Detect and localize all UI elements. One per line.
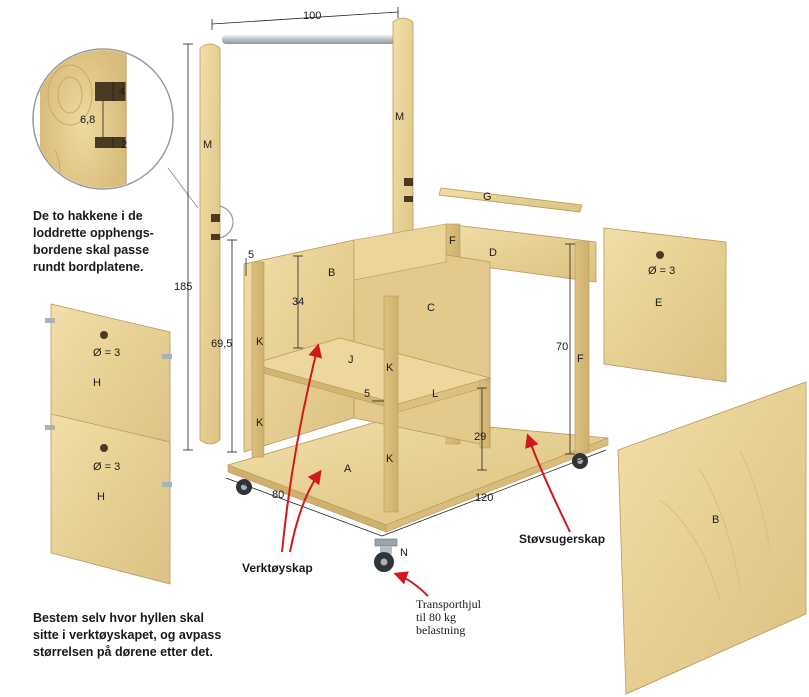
panel-back-right xyxy=(353,223,447,281)
base-dimensions: 80 120 xyxy=(225,449,607,537)
part-h-1: H xyxy=(93,377,101,389)
dim-29: 29 xyxy=(474,431,486,443)
svg-text:B: B xyxy=(328,267,335,279)
dim-69-5-line: 69,5 xyxy=(211,239,237,453)
part-m-left: M xyxy=(203,139,212,151)
svg-text:J: J xyxy=(348,354,354,366)
note-hylle: Bestem selv hvor hyllen skal sitte i ver… xyxy=(33,611,222,659)
part-n: N xyxy=(400,547,408,559)
callout-arrows xyxy=(281,343,571,597)
posts-k: K K K K xyxy=(251,261,491,513)
hole-label-h2: Ø = 3 xyxy=(93,461,120,473)
part-h-2: H xyxy=(97,491,105,503)
hanging-rod xyxy=(222,35,400,44)
dim-120: 120 xyxy=(475,492,493,504)
note-hakk: De to hakkene i de loddrette opphengs- b… xyxy=(33,209,154,274)
hole-label-h1: Ø = 3 xyxy=(93,347,120,359)
label-transport-2: til 80 kg xyxy=(416,610,456,624)
inner-dimensions: 5 34 5 29 70 xyxy=(245,243,575,471)
panel-b-large: B xyxy=(617,381,807,695)
svg-text:A: A xyxy=(344,463,352,475)
svg-text:G: G xyxy=(483,191,492,203)
board-m-left xyxy=(199,43,221,445)
part-b-large: B xyxy=(712,514,719,526)
dim-100-line: 100 xyxy=(211,7,399,30)
part-f: F xyxy=(577,353,584,365)
label-verktoyskap: Verktøyskap xyxy=(242,561,313,575)
dim-69-5: 69,5 xyxy=(211,338,232,350)
dim-80: 80 xyxy=(272,489,284,501)
part-f-top: F xyxy=(449,235,456,247)
svg-text:L: L xyxy=(432,388,438,400)
caster-n: N xyxy=(374,538,408,572)
dim-4: 4 xyxy=(119,86,125,98)
dim-6-8: 6,8 xyxy=(80,114,95,126)
dim-100: 100 xyxy=(303,10,321,22)
dim-70: 70 xyxy=(556,341,568,353)
door-h-bottom: Ø = 3 H xyxy=(45,413,172,585)
svg-text:C: C xyxy=(427,302,435,314)
dim-5-top: 5 xyxy=(248,249,254,261)
hole-label-e: Ø = 3 xyxy=(648,265,675,277)
part-e: E xyxy=(655,297,662,309)
label-transport-1: Transporthjul xyxy=(416,597,482,611)
dim-5-mid: 5 xyxy=(364,388,370,400)
part-k-1: K xyxy=(256,336,264,348)
label-transport-3: belastning xyxy=(416,623,465,637)
part-m-right: M xyxy=(395,111,404,123)
door-e: Ø = 3 E xyxy=(603,227,727,383)
dim-34: 34 xyxy=(292,296,304,308)
dim-2: 2 xyxy=(121,139,127,151)
label-stovsugerskap: Støvsugerskap xyxy=(519,532,605,546)
panel-g: G xyxy=(438,187,583,213)
part-k-2: K xyxy=(256,417,264,429)
dim-185: 185 xyxy=(174,281,192,293)
dim-185-line: 185 xyxy=(174,43,193,451)
part-k-4: K xyxy=(386,453,394,465)
part-d: D xyxy=(489,247,497,259)
base-a: A xyxy=(226,417,609,533)
part-k-3: K xyxy=(386,362,394,374)
